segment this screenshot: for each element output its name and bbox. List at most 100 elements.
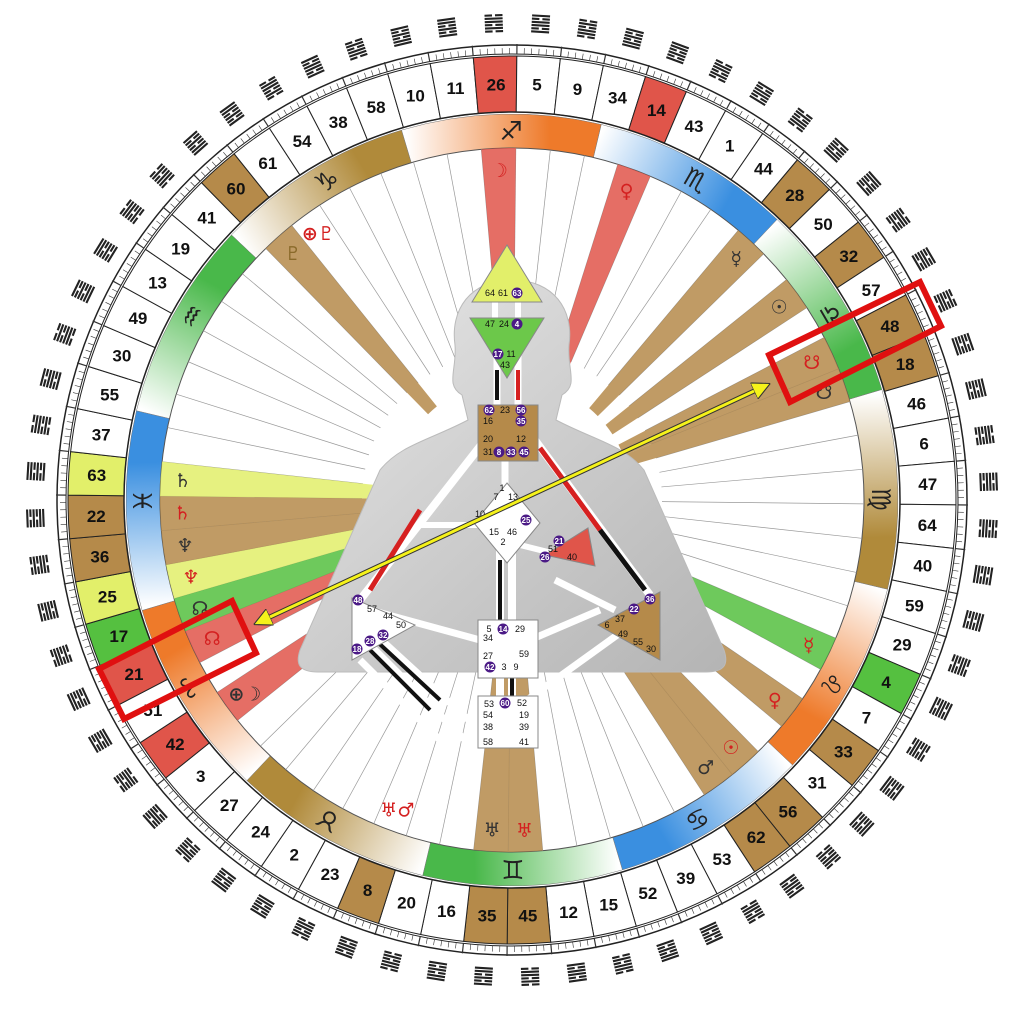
tick-mark <box>183 806 189 811</box>
planet-icon: ⊕♇ <box>302 223 335 245</box>
tick-mark <box>329 86 333 92</box>
active-gate-marker <box>351 643 363 655</box>
tick-mark <box>162 206 171 214</box>
tick-mark <box>825 178 831 184</box>
tick-mark <box>838 802 844 808</box>
tick-mark <box>341 912 344 919</box>
tick-mark <box>725 99 732 110</box>
radial-line <box>596 209 712 377</box>
gate-number: 49 <box>128 309 147 328</box>
tick-mark <box>404 933 407 940</box>
tick-mark <box>368 923 372 929</box>
bodygraph-gate-number: 5 <box>486 624 491 634</box>
tick-mark <box>769 130 774 137</box>
gate-number: 23 <box>321 865 340 884</box>
gate-number: 56 <box>779 802 798 821</box>
tick-mark <box>361 920 365 927</box>
radial-line <box>319 205 431 375</box>
tick-mark <box>567 51 569 58</box>
gate-number: 52 <box>638 884 657 903</box>
tick-mark <box>111 280 122 287</box>
tick-mark <box>792 148 798 154</box>
tick-mark <box>680 81 683 88</box>
tick-mark <box>88 342 94 346</box>
tick-mark <box>843 797 849 802</box>
tick-mark <box>859 214 869 222</box>
gate-number: 15 <box>599 896 618 915</box>
gate-number: 27 <box>220 796 239 815</box>
tick-mark <box>135 242 145 249</box>
gate-number: 60 <box>227 180 246 199</box>
tick-mark <box>928 338 935 341</box>
hexagram-icon <box>576 18 598 40</box>
radial-line <box>380 173 457 361</box>
tick-mark <box>471 45 474 56</box>
radial-line <box>583 191 682 369</box>
tick-mark <box>622 931 625 938</box>
tick-mark <box>666 76 670 82</box>
tick-mark <box>66 421 73 423</box>
gate-number: 55 <box>100 386 119 405</box>
tick-mark <box>749 877 754 883</box>
tick-mark <box>461 943 465 954</box>
gate-number: 4 <box>881 673 891 692</box>
tick-mark <box>300 894 305 900</box>
bodygraph-gate-number: 24 <box>499 319 509 329</box>
tick-mark <box>743 881 747 887</box>
tick-mark <box>163 784 169 789</box>
tick-mark <box>457 51 459 58</box>
gate-number: 26 <box>487 75 506 94</box>
hexagram-icon <box>531 14 551 34</box>
gate-number: 47 <box>918 475 937 494</box>
bodygraph-gate-number: 32 <box>379 631 388 640</box>
tick-mark <box>142 238 149 243</box>
bodygraph-gate-number: 23 <box>500 405 510 415</box>
gate-number: 5 <box>532 76 541 95</box>
bodygraph-gate-number: 37 <box>615 614 625 624</box>
bodygraph-gate-number: 51 <box>548 544 558 554</box>
bodygraph-gate-number: 22 <box>630 605 639 614</box>
gate-number: 25 <box>98 588 117 607</box>
tick-mark <box>853 786 862 794</box>
tick-mark <box>755 873 762 883</box>
bodygraph-gate-number: 30 <box>646 644 656 654</box>
tick-mark <box>596 56 599 63</box>
tick-mark <box>931 345 937 348</box>
tick-mark <box>946 598 953 601</box>
bodygraph-gate-number: 31 <box>483 447 493 457</box>
tick-mark <box>552 49 555 56</box>
tick-mark <box>74 624 84 629</box>
tick-mark <box>258 125 263 131</box>
tick-mark <box>899 720 905 725</box>
tick-mark <box>835 189 841 194</box>
tick-mark <box>757 122 762 128</box>
gate-number: 63 <box>87 466 106 485</box>
tick-mark <box>185 811 194 820</box>
tick-mark <box>889 258 895 263</box>
bodygraph-gate-number: 7 <box>493 492 498 502</box>
tick-mark <box>217 156 222 162</box>
hexagram-icon <box>787 107 813 133</box>
tick-mark <box>586 939 589 946</box>
tick-mark <box>199 821 204 827</box>
tick-mark <box>953 562 960 565</box>
tick-mark <box>671 916 674 923</box>
tick-mark <box>933 352 940 355</box>
tick-mark <box>125 731 131 735</box>
tick-mark <box>84 645 91 648</box>
active-gate-marker <box>497 623 509 635</box>
hexagram-icon <box>149 163 175 189</box>
tick-mark <box>63 553 70 555</box>
tick-mark <box>336 83 340 90</box>
ajna-center <box>469 317 545 379</box>
tick-mark <box>657 921 660 928</box>
bodygraph-gate-number: 20 <box>483 434 493 444</box>
planet-icon: ♀ <box>768 689 782 711</box>
bodygraph-gate-number: 19 <box>519 710 529 720</box>
annotations <box>94 277 945 724</box>
bodygraph-gate-number: 25 <box>522 516 531 525</box>
bodygraph-gate-number: 64 <box>485 288 495 298</box>
hexagram-icon <box>879 775 905 801</box>
tick-mark <box>105 302 112 306</box>
tick-mark <box>76 362 87 367</box>
